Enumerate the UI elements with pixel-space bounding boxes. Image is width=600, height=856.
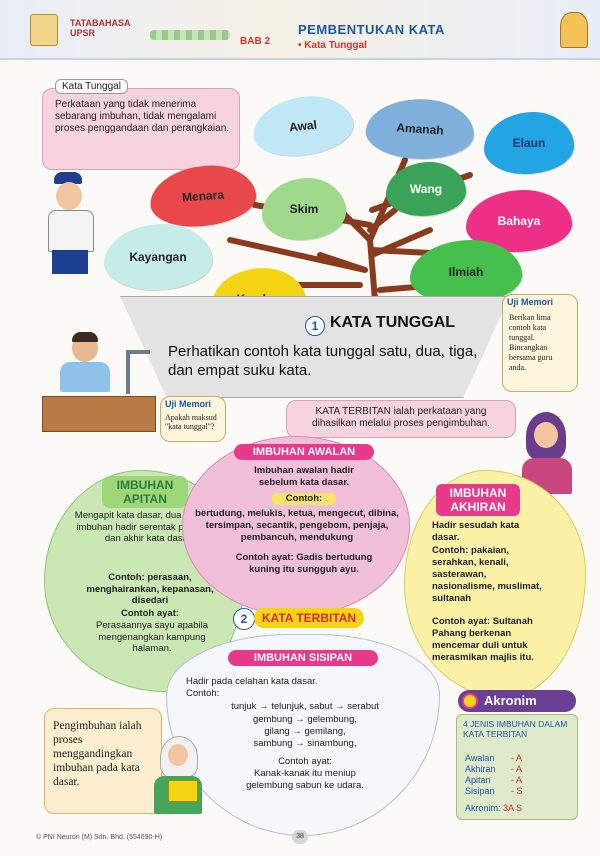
akronim-footer-value: 3A S [503,803,523,813]
akronim-row-label: Awalan [465,753,495,763]
akronim-title: Akronim [484,693,537,708]
kata-terbitan-title: KATA TERBITAN [254,608,364,628]
teacher-shirt-icon [48,210,94,252]
page-title: PEMBENTUKAN KATA [298,22,445,37]
mascot-icon [560,12,588,48]
kata-terbitan-number-badge: 2 [233,608,255,630]
girl-reading-illustration [150,736,210,814]
uji-memori-box-1: Uji Memori Berikan lima contoh kata tung… [502,294,578,392]
imbuhan-sisipan-definition: Hadir pada celahan kata dasar. [186,676,318,687]
akronim-heading: 4 JENIS IMBUHAN DALAM KATA TERBITAN [463,719,568,739]
pot-number-badge: 1 [305,316,325,336]
imbuhan-sisipan-example-4: sambung → sinambung, [253,738,357,749]
teacher-head-icon [56,182,82,210]
akronim-row-2: Apitan - A [465,775,565,785]
kata-tunggal-label: Kata Tunggal [55,79,128,94]
imbuhan-akhiran-examples: Contoh: pakaian, serahkan, kenali, saste… [432,545,542,604]
page-subtitle: • Kata Tunggal [298,40,367,51]
akronim-flower-icon [462,693,478,709]
imbuhan-sisipan-sentence-label: Contoh ayat: [278,756,332,767]
imbuhan-apitan-title: IMBUHAN APITAN [102,476,188,508]
book-icon [30,14,58,46]
hijab-face-icon [534,422,558,448]
pot-title: KATA TUNGGAL [330,314,456,331]
footer-publisher: © PNI Neuron (M) Sdn. Bhd. (554690-H) [36,834,163,841]
akronim-footer-label: Akronim: [465,803,501,813]
series-badge: TATABAHASA UPSR [70,18,131,38]
imbuhan-sisipan-example-3: gilang → gemilang, [264,726,346,737]
akronim-row-label: Sisipan [465,786,495,796]
akronim-row-value: - A [511,764,523,774]
pot-description: Perhatikan contoh kata tunggal satu, dua… [168,343,478,379]
imbuhan-apitan-sentence: Perasaannya sayu apabila mengenangkan ka… [96,620,208,654]
akronim-row-3: Sisipan - S [465,786,565,796]
student-illustration [42,330,154,404]
akronim-box: 4 JENIS IMBUHAN DALAM KATA TERBITAN Awal… [456,714,578,820]
desk [42,396,156,432]
leaf-kayangan: Kayangan [104,224,212,290]
leaf-ilmiah: Ilmiah [410,240,522,304]
akronim-footer: Akronim: 3A S [465,803,571,813]
teacher-trousers-icon [52,250,88,274]
pengimbuhan-box: Pengimbuhan ialah proses menggandingkan … [44,708,162,814]
page-number: 38 [292,830,308,844]
uji-memori-label-2: Uji Memori [165,399,212,409]
imbuhan-awalan-bubble [182,436,410,616]
kata-terbitan-definition: KATA TERBITAN ialah perkataan yang dihas… [312,406,490,429]
teacher-illustration [42,172,112,276]
imbuhan-akhiran-title-1: IMBUHAN [449,486,507,500]
imbuhan-sisipan-example-1: tunjuk → telunjuk, sabut → serabut [231,701,379,712]
akronim-row-1: Akhiran - A [465,764,565,774]
imbuhan-awalan-examples: bertudung, melukis, ketua, mengecut, dib… [195,508,399,543]
book-reading-icon [168,780,198,802]
imbuhan-sisipan-example-2: gembung → gelembung, [252,714,358,725]
kata-tunggal-definition: Perkataan yang tidak menerima sebarang i… [55,99,230,134]
akronim-row-value: - A [511,775,523,785]
imbuhan-sisipan-title: IMBUHAN SISIPAN [228,650,378,666]
imbuhan-apitan-definition: Mengapit kata dasar, dua bahagian imbuha… [74,510,224,544]
student-hair-icon [72,332,98,342]
imbuhan-awalan-sentence: Contoh ayat: Gadis bertudung kuning itu … [235,552,373,575]
akronim-row-label: Akhiran [465,764,496,774]
imbuhan-awalan-definition: Imbuhan awalan hadir sebelum kata dasar. [254,465,354,488]
imbuhan-apitan-examples: Contoh: perasaan, menghairankan, kepanas… [86,572,214,606]
header-divider [150,30,230,40]
teacher-cap-icon [54,172,82,184]
kata-tunggal-pot [120,296,510,398]
kata-terbitan-definition-box: KATA TERBITAN ialah perkataan yang dihas… [286,400,516,438]
leaf-skim: Skim [262,178,346,240]
imbuhan-apitan-title-2: APITAN [123,492,167,506]
uji-memori-text-2: Apakah maksud "kata tunggal"? [165,413,217,431]
uji-memori-box-2: Uji Memori Apakah maksud "kata tunggal"? [160,396,226,442]
teacher-hijab-illustration [518,412,576,494]
chapter-label: BAB 2 [240,36,271,47]
student-shirt-icon [60,362,110,392]
akronim-row-value: - S [511,786,523,796]
desk-lamp-icon [126,350,150,394]
imbuhan-akhiran-sentence: Contoh ayat: Sultanah Pahang berkenan me… [432,616,534,663]
imbuhan-apitan-title-1: IMBUHAN [116,478,174,492]
imbuhan-akhiran-definition: Hadir sesudah kata dasar. [432,520,520,543]
pengimbuhan-definition: Pengimbuhan ialah proses menggandingkan … [53,720,142,788]
imbuhan-akhiran-title: IMBUHAN AKHIRAN [436,484,520,516]
kata-tunggal-definition-box: Kata Tunggal Perkataan yang tidak meneri… [42,79,240,170]
imbuhan-sisipan-contoh-label: Contoh: [186,688,220,699]
imbuhan-awalan-contoh-label: Contoh: [272,493,336,505]
akronim-badge: Akronim [458,690,576,712]
page-header: TATABAHASA UPSR BAB 2 PEMBENTUKAN KATA •… [0,0,600,60]
leaf-elaun: Elaun [484,112,574,174]
uji-memori-label-1: Uji Memori [507,297,554,307]
imbuhan-sisipan-sentence: Kanak-kanak itu meniup gelembung sabun k… [246,768,364,791]
imbuhan-apitan-sentence-label: Contoh ayat: [120,608,180,619]
akronim-row-label: Apitan [465,775,491,785]
uji-memori-text-1: Berikan lima contoh kata tunggal. Bincan… [509,313,553,372]
imbuhan-awalan-title: IMBUHAN AWALAN [234,444,374,460]
leaf-wang: Wang [386,162,466,216]
imbuhan-akhiran-title-2: AKHIRAN [450,500,506,514]
akronim-row-value: - A [511,753,523,763]
girl-face-icon [168,744,188,766]
akronim-row-0: Awalan - A [465,753,565,763]
